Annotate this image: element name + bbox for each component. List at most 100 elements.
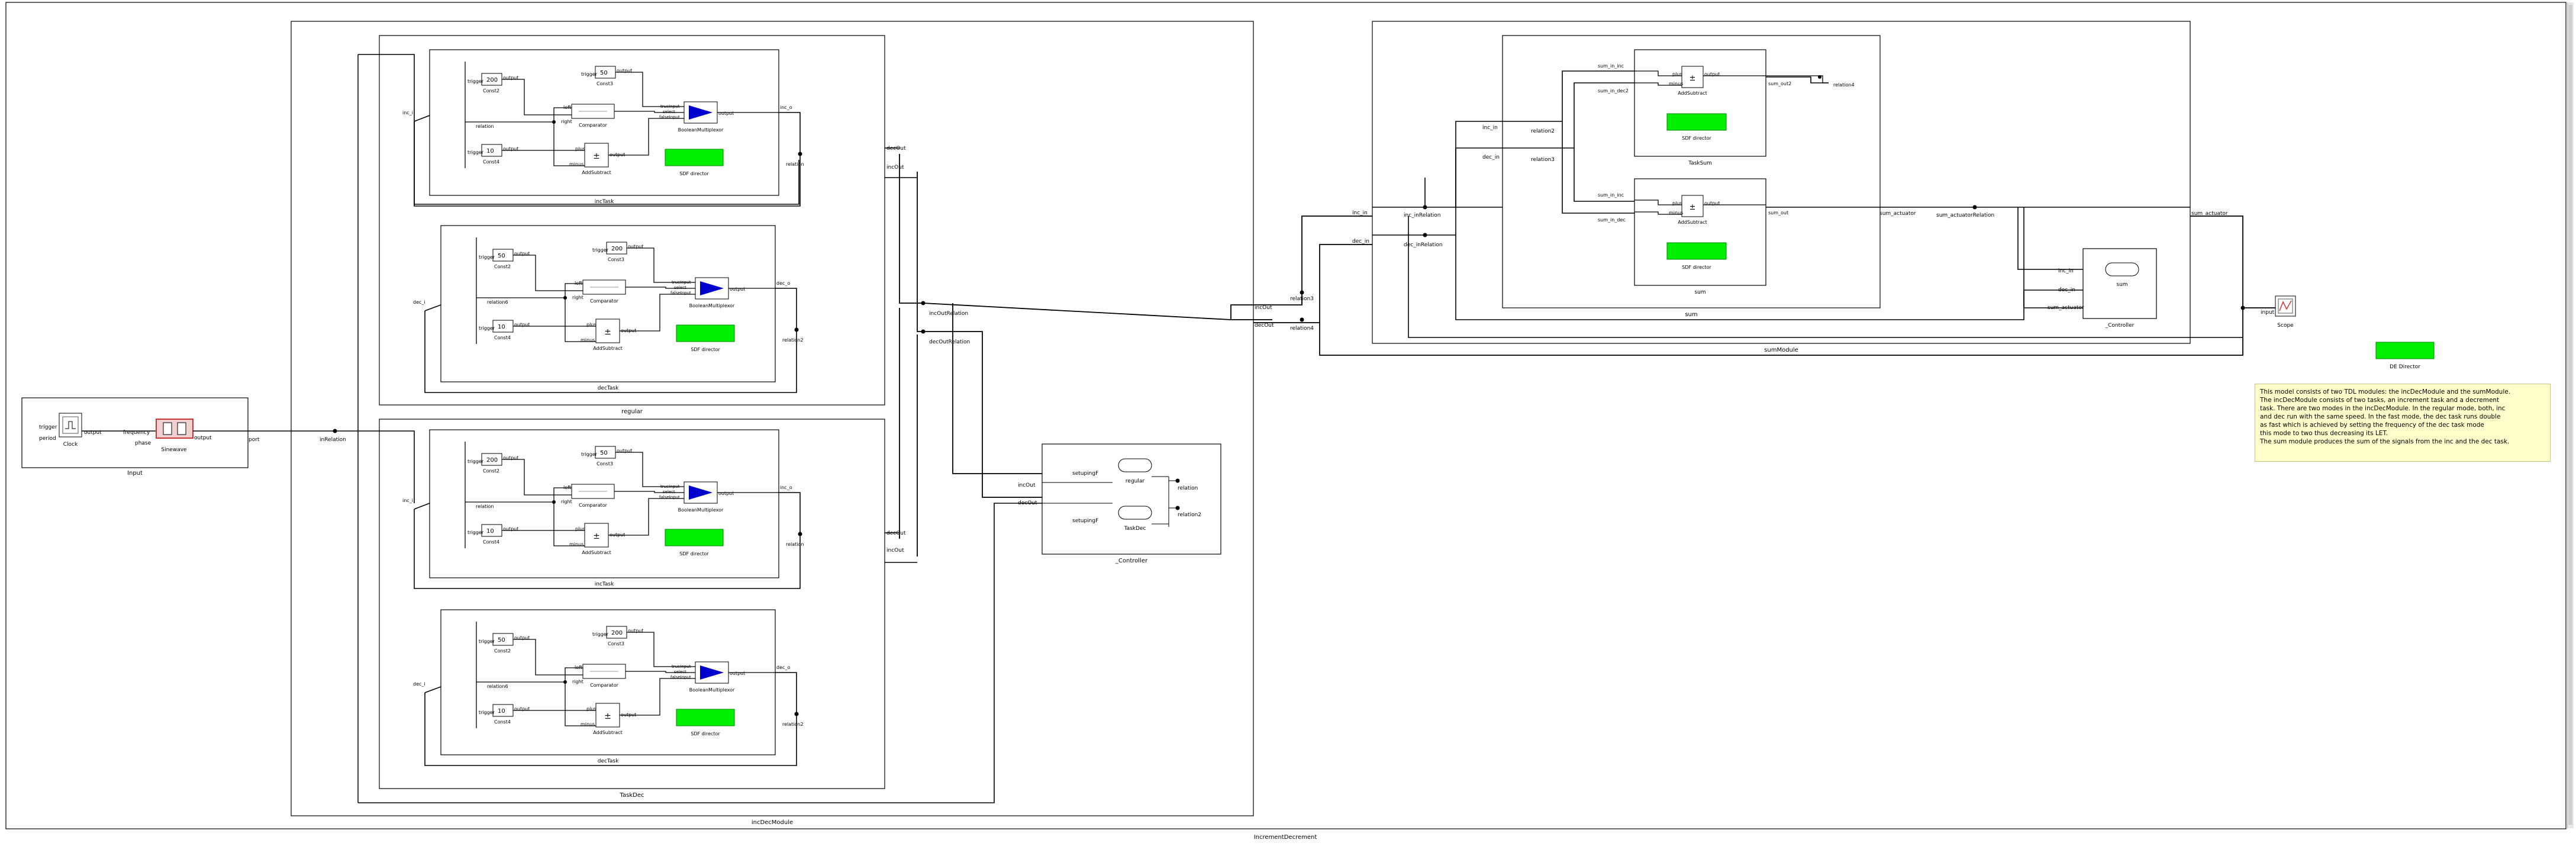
state-regular[interactable]: [1118, 458, 1152, 472]
sdf-director[interactable]: SDF director: [676, 324, 735, 352]
tasksum-title: TaskSum: [1688, 160, 1712, 166]
comparator-label: Comparator: [579, 503, 607, 508]
comparator-label: Comparator: [590, 683, 618, 688]
sum-mode-title: sum: [1685, 311, 1697, 318]
sum-sdf-director[interactable]: SDF director: [1666, 113, 1727, 141]
comparator-right-label: right: [572, 679, 583, 684]
const-value: 50: [600, 450, 608, 456]
sum-relation4-label: relation4: [1833, 82, 1855, 88]
sdf-director[interactable]: SDF director: [665, 149, 724, 176]
dec-task-1[interactable]: decTask50triggeroutputConst2200triggerou…: [413, 225, 804, 393]
add-minus-label: minus: [581, 722, 595, 727]
vertical-scrollbar[interactable]: [2567, 2, 2574, 828]
controller-1[interactable]: _Controller regular TaskDec setupingF se…: [1018, 443, 1221, 564]
sdf-label: SDF director: [691, 731, 720, 736]
note-line: task. There are two modes in the incDecM…: [2260, 405, 2506, 412]
sdf-director[interactable]: SDF director: [676, 709, 735, 736]
incdec-title: incDecModule: [752, 819, 793, 826]
taskdec-mode[interactable]: [379, 419, 885, 789]
summode-dec-in: dec_in: [1482, 155, 1500, 160]
dec-task-3[interactable]: decTask50triggeroutputConst2200triggerou…: [413, 609, 804, 766]
mux-label: BooleanMultiplexor: [689, 687, 735, 693]
tasksum-box[interactable]: [1634, 49, 1766, 157]
in-relation-label: inRelation: [320, 437, 346, 443]
mux-output-label: output: [730, 671, 745, 676]
sum-inner-box[interactable]: [1634, 178, 1766, 286]
const-value: 200: [486, 77, 498, 83]
sdf-director[interactable]: SDF director: [665, 529, 724, 557]
incdec-module[interactable]: incDecModule regular TaskDec: [291, 21, 1254, 826]
task-port-out-label: dec_o: [776, 281, 790, 286]
const-label: Const2: [483, 468, 499, 474]
regular-mode[interactable]: [379, 35, 885, 406]
state-sum[interactable]: [2105, 262, 2139, 276]
add-minus-label: minus: [581, 337, 595, 343]
const-output-label: output: [514, 706, 530, 712]
in-relation-vertex[interactable]: [333, 429, 337, 433]
sum-output-label: output: [1704, 72, 1720, 77]
ctrl-set-label-1: setupingF: [1072, 471, 1098, 477]
boolean-multiplexor[interactable]: outputBooleanMultiplexortrueInputfalseIn…: [659, 481, 734, 513]
svg-text:±: ±: [604, 327, 611, 337]
task-port-in-label: dec_i: [413, 681, 425, 687]
sum-mode[interactable]: [1502, 35, 1881, 308]
sinewave-actor[interactable]: [156, 419, 194, 439]
incdec-port-wiring: [358, 54, 1042, 803]
sum-plus-label: plus: [1672, 201, 1682, 206]
svg-text:±: ±: [1690, 203, 1696, 212]
sine-phase-label: phase: [135, 440, 151, 446]
const-value: 10: [498, 324, 505, 330]
const-trigger-label: trigger: [468, 79, 484, 84]
sum-module[interactable]: sumModule inc_in dec_in inc_inRelation d…: [1352, 21, 2191, 353]
task-title: incTask: [595, 199, 614, 205]
sum-inc-relation-label: inc_inRelation: [1404, 213, 1441, 218]
controller-2[interactable]: _Controller sum inc_in dec_in sum_actuat…: [2048, 248, 2157, 329]
de-director[interactable]: DE Director: [2375, 342, 2435, 370]
task-relation-label: relation2: [782, 337, 804, 343]
const-output-label: output: [617, 68, 632, 73]
const-trigger-label: trigger: [479, 326, 495, 331]
sum-in-inc-label: sum_in_inc: [1598, 63, 1624, 69]
summode-relation3: relation3: [1531, 157, 1555, 163]
const-output-label: output: [514, 322, 530, 327]
const-value: 50: [498, 637, 505, 644]
annotation-note[interactable]: This model consists of two TDL modules: …: [2255, 384, 2551, 462]
svg-text:±: ±: [604, 712, 611, 721]
mid-incout-label: incOut: [1255, 305, 1272, 311]
summodule-out-port: sum_actuator: [2191, 211, 2228, 217]
sum-sdf-director[interactable]: SDF director: [1666, 242, 1727, 270]
scope-actor[interactable]: Scope input: [2261, 295, 2296, 329]
state-taskdec[interactable]: [1118, 506, 1152, 520]
scrollbar-thumb[interactable]: [2568, 5, 2572, 825]
task-relation-label: relation2: [782, 722, 804, 727]
add-plus-label: plus: [586, 706, 597, 712]
const-value: 10: [486, 148, 494, 155]
summode-inc-in: inc_in: [1482, 125, 1498, 131]
inc-task-2[interactable]: incTask200triggeroutputConst250triggerou…: [402, 429, 804, 589]
const-label: Const4: [494, 719, 511, 725]
sum-inner-title: sum: [1694, 289, 1705, 295]
note-line: The incDecModule consists of two tasks, …: [2260, 397, 2500, 404]
input-composite[interactable]: Input trigger period output Clock freque…: [21, 397, 260, 477]
